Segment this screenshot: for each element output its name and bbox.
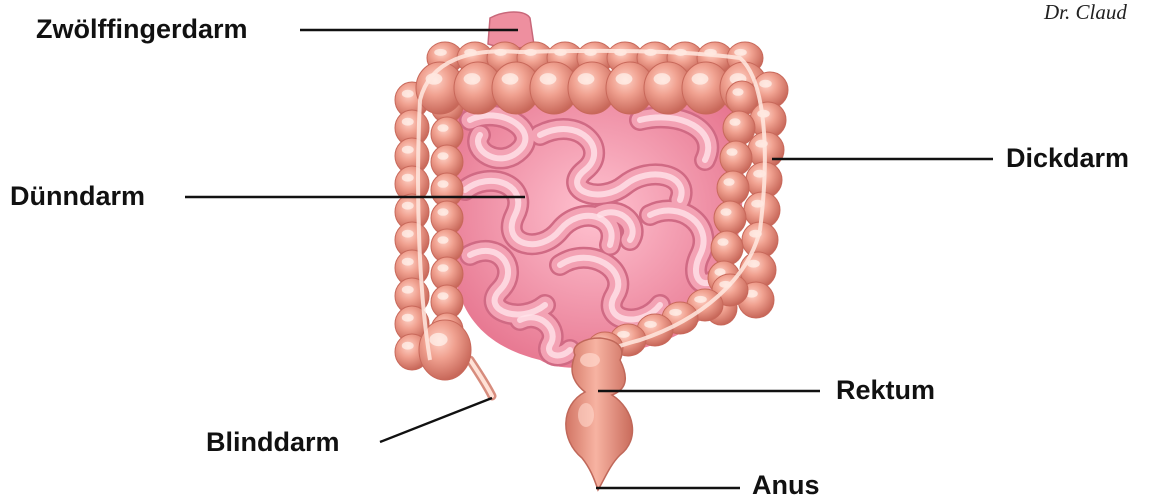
label-appendix: Blinddarm: [206, 429, 340, 456]
label-large-intestine: Dickdarm: [1006, 145, 1129, 172]
label-anus: Anus: [752, 472, 820, 499]
label-small-intestine: Dünndarm: [10, 183, 145, 210]
leader-appendix: [380, 398, 492, 442]
author-credit: Dr. Claud: [1044, 0, 1157, 25]
label-duodenum: Zwölffingerdarm: [36, 16, 248, 43]
label-rectum: Rektum: [836, 377, 935, 404]
rectum-anus: [566, 338, 633, 490]
